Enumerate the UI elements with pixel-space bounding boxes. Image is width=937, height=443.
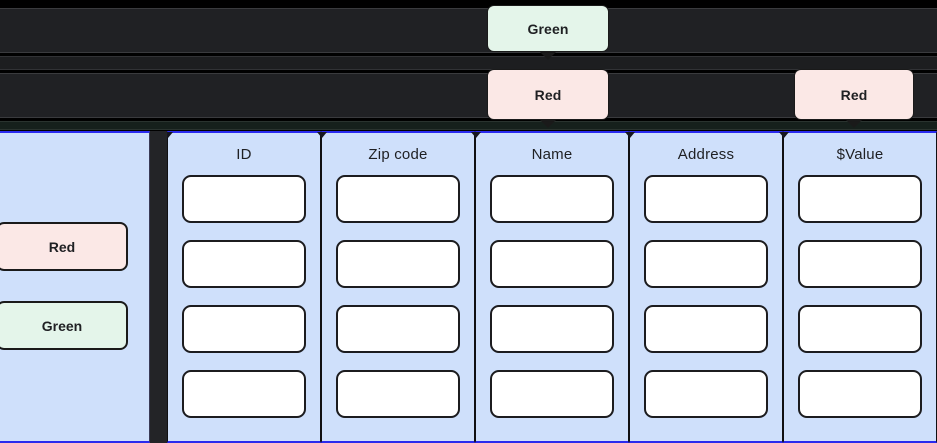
table-cell[interactable] (182, 305, 306, 353)
red-chip-right-label: Red (840, 86, 868, 103)
table-column-address: Address (625, 131, 783, 443)
green-chip-sidebar[interactable]: Green (0, 301, 128, 350)
column-header[interactable]: $Value (836, 146, 884, 163)
sidebar-panel (0, 131, 150, 443)
table-cell[interactable] (644, 305, 768, 353)
table-cell[interactable] (798, 240, 922, 288)
green-chip-sidebar-label: Green (41, 317, 83, 334)
table-cell[interactable] (644, 240, 768, 288)
dark-band-row-1 (0, 8, 937, 53)
table-cell[interactable] (644, 370, 768, 418)
table-column-zip-code: Zip code (317, 131, 475, 443)
chevron-down-icon (539, 51, 557, 60)
red-chip-sidebar[interactable]: Red (0, 222, 128, 271)
table-cell[interactable] (336, 175, 460, 223)
table-column-id: ID (163, 131, 321, 443)
dark-band-row-2 (0, 56, 937, 70)
table-cell[interactable] (798, 305, 922, 353)
column-cells (322, 175, 474, 435)
red-chip-top[interactable]: Red (487, 69, 609, 128)
table-cell[interactable] (798, 175, 922, 223)
column-header[interactable]: Name (531, 146, 573, 163)
table-cell[interactable] (182, 175, 306, 223)
column-divider-arrow-icon (317, 132, 327, 138)
column-cells (476, 175, 628, 435)
table-cell[interactable] (336, 240, 460, 288)
chevron-down-icon (539, 119, 557, 128)
table-cell[interactable] (490, 370, 614, 418)
table-cell[interactable] (490, 305, 614, 353)
column-divider-arrow-icon (779, 132, 789, 138)
table-cell[interactable] (336, 370, 460, 418)
column-cells (630, 175, 782, 435)
dark-band-row-3 (0, 73, 937, 118)
column-divider-arrow-icon (471, 132, 481, 138)
column-header[interactable]: ID (236, 146, 252, 163)
dark-band-row-4 (0, 121, 937, 130)
table-column-name: Name (471, 131, 629, 443)
green-chip-top-label: Green (527, 20, 569, 37)
table-cell[interactable] (798, 370, 922, 418)
red-chip-top-label: Red (534, 86, 562, 103)
red-chip-sidebar-label: Red (48, 238, 76, 255)
table-cell[interactable] (336, 305, 460, 353)
table-column-value: $Value (779, 131, 937, 443)
sidebar-table-gutter (150, 131, 167, 443)
column-divider-arrow-icon (163, 132, 173, 138)
column-cells (168, 175, 320, 435)
table-cell[interactable] (490, 175, 614, 223)
column-header[interactable]: Zip code (368, 146, 428, 163)
table-cell[interactable] (182, 370, 306, 418)
column-header[interactable]: Address (677, 146, 735, 163)
table-cell[interactable] (644, 175, 768, 223)
red-chip-right[interactable]: Red (794, 69, 914, 128)
column-divider-arrow-icon (625, 132, 635, 138)
table-cell[interactable] (490, 240, 614, 288)
column-cells (784, 175, 936, 435)
chevron-down-icon (845, 119, 863, 128)
green-chip-top[interactable]: Green (487, 5, 609, 60)
table-cell[interactable] (182, 240, 306, 288)
